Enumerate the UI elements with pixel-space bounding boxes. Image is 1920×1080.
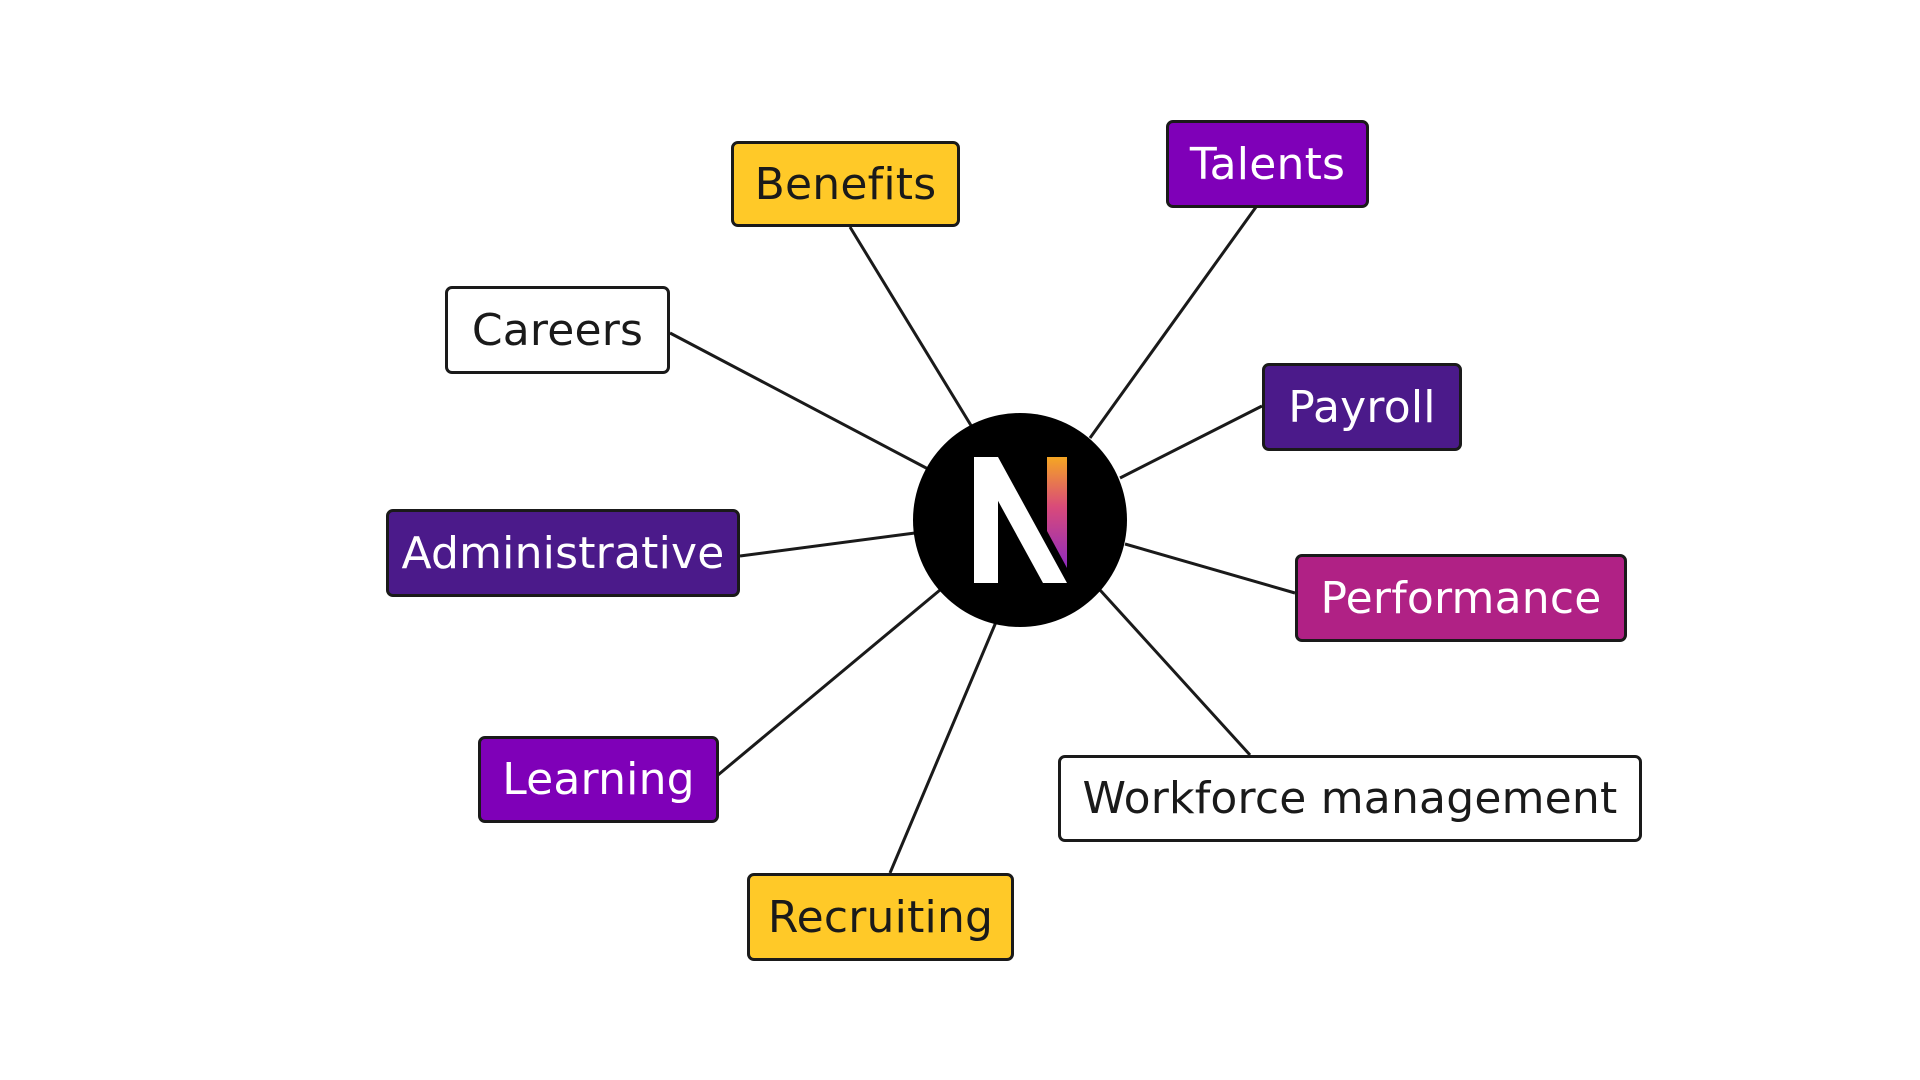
node-careers-label: Careers bbox=[471, 304, 644, 356]
node-recruiting-label: Recruiting bbox=[767, 891, 994, 943]
node-payroll-label: Payroll bbox=[1288, 381, 1436, 433]
connector-payroll bbox=[1119, 404, 1263, 480]
node-administrative-label: Administrative bbox=[401, 527, 725, 579]
connector-performance bbox=[1124, 542, 1296, 595]
connector-talents bbox=[1088, 206, 1258, 439]
connector-benefits bbox=[848, 226, 977, 433]
node-performance-label: Performance bbox=[1320, 572, 1602, 624]
node-recruiting: Recruiting bbox=[747, 873, 1014, 961]
node-learning-label: Learning bbox=[502, 754, 695, 805]
node-learning: Learning bbox=[478, 736, 719, 823]
connector-workforce-management bbox=[1098, 588, 1252, 757]
node-talents: Talents bbox=[1166, 120, 1369, 208]
node-careers: Careers bbox=[445, 286, 670, 374]
node-performance: Performance bbox=[1295, 554, 1627, 642]
node-talents-label: Talents bbox=[1189, 138, 1346, 190]
node-benefits: Benefits bbox=[731, 141, 960, 227]
n-logo-icon bbox=[974, 457, 1067, 583]
connector-recruiting bbox=[888, 621, 998, 874]
node-administrative: Administrative bbox=[386, 509, 740, 597]
node-payroll: Payroll bbox=[1262, 363, 1462, 451]
center-hub bbox=[913, 413, 1127, 627]
node-workforce-management: Workforce management bbox=[1058, 755, 1642, 842]
connector-administrative bbox=[739, 531, 916, 558]
node-workforce-management-label: Workforce management bbox=[1082, 773, 1618, 824]
connector-learning bbox=[717, 588, 941, 777]
connector-careers bbox=[669, 331, 931, 472]
node-benefits-label: Benefits bbox=[754, 158, 937, 210]
